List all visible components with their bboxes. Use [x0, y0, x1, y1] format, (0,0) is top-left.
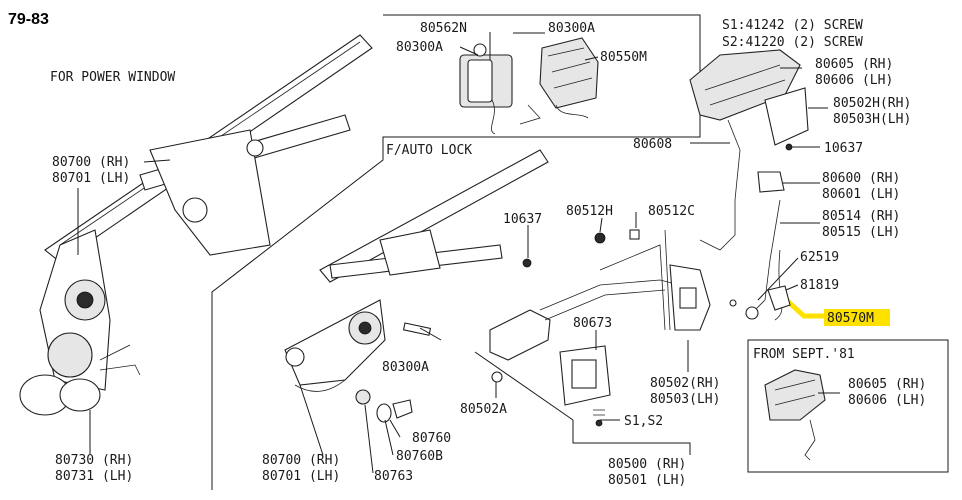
highlight-80570M: [824, 309, 890, 326]
label-80730: 80730 (RH): [55, 453, 133, 468]
note-power-window: FOR POWER WINDOW: [50, 70, 175, 85]
manual-regulator: [284, 149, 549, 392]
screw-s1: S1:41242 (2) SCREW: [722, 18, 863, 33]
label-80605-b: 80605 (RH): [848, 377, 926, 392]
door-lock-assembly: [489, 229, 711, 427]
label-80606-b: 80606 (LH): [848, 393, 926, 408]
label-80562N: 80562N: [420, 21, 467, 36]
label-80763: 80763: [374, 469, 413, 484]
label-80701-left: 80701 (LH): [52, 171, 130, 186]
auto-lock-inset: [211, 14, 701, 490]
label-80570M: 80570M: [827, 311, 874, 326]
label-80500: 80500 (RH): [608, 457, 686, 472]
power-window-regulator: [19, 34, 373, 416]
label-62519: 62519: [800, 250, 839, 265]
note-from-sept: FROM SEPT.'81: [753, 347, 855, 362]
label-80605: 80605 (RH): [815, 57, 893, 72]
labels: FOR POWER WINDOW F/AUTO LOCK FROM SEPT.'…: [50, 18, 926, 488]
label-80760: 80760: [412, 431, 451, 446]
label-80502A: 80502A: [460, 402, 507, 417]
label-80502-rh: 80502(RH): [650, 376, 720, 391]
screw-s2: S2:41220 (2) SCREW: [722, 35, 863, 50]
label-80300A-top-r: 80300A: [548, 21, 595, 36]
label-80550M: 80550M: [600, 50, 647, 65]
label-80608: 80608: [633, 137, 672, 152]
label-80760B: 80760B: [396, 449, 443, 464]
label-10637-r: 10637: [824, 141, 863, 156]
label-10637-m: 10637: [503, 212, 542, 227]
label-80514: 80514 (RH): [822, 209, 900, 224]
label-80300A-top-l: 80300A: [396, 40, 443, 55]
from-sept-inset: [747, 339, 949, 473]
label-80700-left: 80700 (RH): [52, 155, 130, 170]
label-80503H: 80503H(LH): [833, 112, 911, 127]
label-80300A-m: 80300A: [382, 360, 429, 375]
label-S1S2: S1,S2: [624, 414, 663, 429]
label-80601: 80601 (LH): [822, 187, 900, 202]
label-80673: 80673: [573, 316, 612, 331]
label-80503-lh: 80503(LH): [650, 392, 720, 407]
label-80512H: 80512H: [566, 204, 613, 219]
label-81819: 81819: [800, 278, 839, 293]
label-80701-mid: 80701 (LH): [262, 469, 340, 484]
outside-handle: [689, 49, 809, 321]
label-80515: 80515 (LH): [822, 225, 900, 240]
label-80501: 80501 (LH): [608, 473, 686, 488]
label-80731: 80731 (LH): [55, 469, 133, 484]
handle-parts: [355, 389, 413, 423]
leader-lines: [77, 32, 840, 474]
highlight-leader: [782, 296, 824, 319]
label-80600: 80600 (RH): [822, 171, 900, 186]
label-80502H: 80502H(RH): [833, 96, 911, 111]
note-auto-lock: F/AUTO LOCK: [386, 143, 472, 158]
page-ref: 79-83: [8, 11, 49, 28]
label-80512C: 80512C: [648, 204, 695, 219]
label-80606: 80606 (LH): [815, 73, 893, 88]
label-80700-mid: 80700 (RH): [262, 453, 340, 468]
